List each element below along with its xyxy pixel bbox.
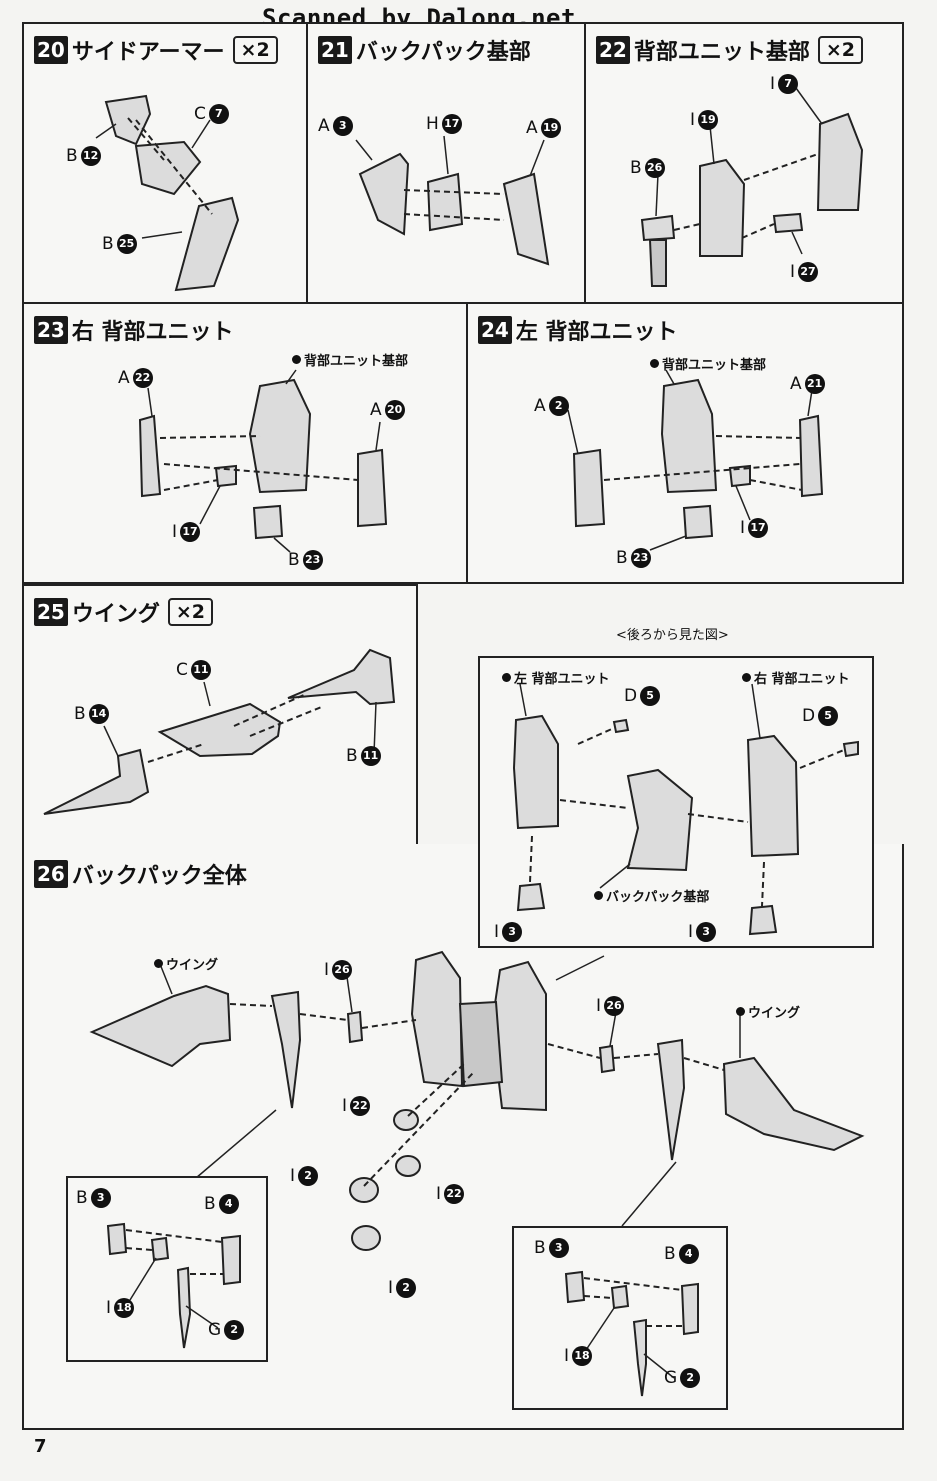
step-20-header: 20 サイドアーマー ×2	[34, 34, 278, 66]
back-base-note: 背部ユニット基部	[650, 354, 766, 373]
rear-view-caption: <後ろから見た図>	[616, 628, 729, 643]
step-26-diagram	[89, 950, 865, 1251]
back-base-note: 背部ユニット基部	[292, 350, 408, 369]
wing-note: ウイング	[736, 1002, 800, 1021]
right-unit-note: 右 背部ユニット	[742, 668, 850, 687]
step-26-header: 26 バックパック全体	[34, 858, 247, 890]
step-title: バックパック全体	[71, 864, 247, 889]
quantity-badge: ×2	[232, 36, 278, 64]
quantity-badge: ×2	[817, 36, 863, 64]
step-title: 右 背部ユニット	[71, 320, 234, 345]
step-21-diagram	[355, 135, 550, 266]
step-title: 背部ユニット基部	[633, 40, 810, 65]
step-22-header: 22 背部ユニット基部 ×2	[596, 34, 863, 66]
quantity-badge: ×2	[167, 598, 213, 626]
step-title: サイドアーマー	[71, 40, 225, 65]
step-24-header: 24 左 背部ユニット	[478, 314, 678, 346]
step-23-diagram	[138, 369, 388, 553]
bullet-icon	[736, 1007, 745, 1016]
page-number: 7	[34, 1436, 47, 1457]
step-number: 21	[318, 36, 352, 64]
step-number: 20	[34, 36, 68, 64]
inset-diagram	[564, 1270, 699, 1397]
step-24-diagram	[567, 369, 824, 551]
left-unit-note: 左 背部ユニット	[502, 668, 610, 687]
bullet-icon	[594, 891, 603, 900]
step-23-header: 23 右 背部ユニット	[34, 314, 234, 346]
step-title: バックパック基部	[355, 40, 531, 65]
inset-diagram	[106, 1222, 241, 1349]
step-number: 23	[34, 316, 68, 344]
step-20-diagram	[95, 94, 240, 292]
bullet-icon	[154, 959, 163, 968]
bullet-icon	[502, 673, 511, 682]
step-title: ウイング	[71, 602, 160, 627]
step-21-header: 21 バックパック基部	[318, 34, 531, 66]
step-number: 26	[34, 860, 68, 888]
bullet-icon	[742, 673, 751, 682]
wing-note: ウイング	[154, 954, 218, 973]
step-22-diagram	[640, 87, 864, 287]
bullet-icon	[650, 359, 659, 368]
step-number: 22	[596, 36, 630, 64]
rear-view-diagram	[512, 683, 859, 936]
step-25-header: 25 ウイング ×2	[34, 596, 213, 628]
step-title: 左 背部ユニット	[515, 320, 678, 345]
step-25-diagram	[43, 648, 396, 815]
step-number: 24	[478, 316, 512, 344]
bullet-icon	[292, 355, 301, 364]
step-number: 25	[34, 598, 68, 626]
backpack-base-note: バックパック基部	[594, 886, 709, 905]
